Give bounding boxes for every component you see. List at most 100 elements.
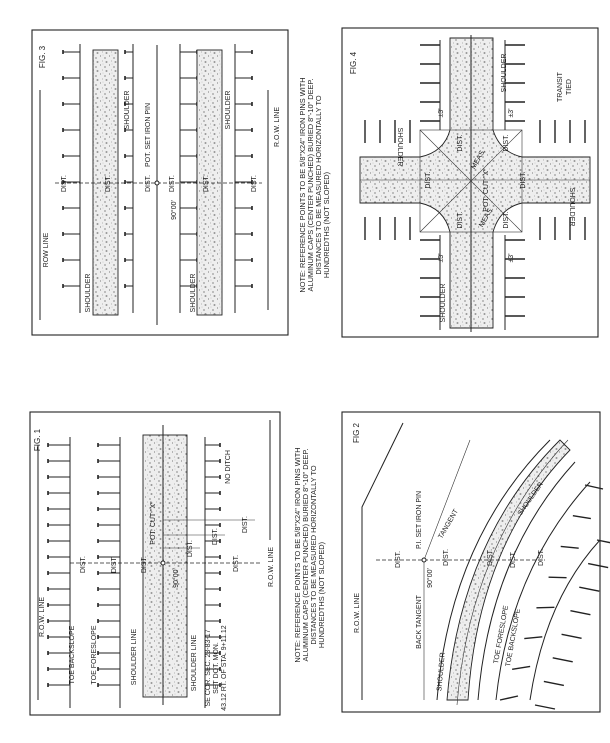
note-line: DISTANCES TO BE MEASURED HORIZONTALLY TO [309,465,318,644]
pot-cut-label: POT. CUT "X" [150,501,157,545]
se-corner-label: SET DOT. MON. [213,642,220,694]
row-line [361,422,404,700]
slope-tick [584,484,604,490]
dist-label: DIST. [233,555,240,572]
figure-1-frame [29,411,281,716]
shoulder-edge [436,439,551,701]
note-top: NOTE: REFERENCE POINTS TO BE 5/8"X24" IR… [298,77,331,292]
slope-tick [596,539,610,544]
slope-tick [570,610,591,616]
dist-label: DIST. [425,171,432,188]
toe-backslope-line [529,539,601,701]
angle-label: 90°00' [170,200,178,220]
figure-1: FIG. 1 R.O.W. LINE TOE BACKSLOPE TOE FOR… [29,411,281,716]
slope-tick [512,665,531,670]
row-line-label-2: R.O.W. LINE [274,107,281,147]
note-line: NOTE: REFERENCE POINTS TO BE 5/8"X24" IR… [293,447,302,662]
dist-label: DIST. [503,211,510,228]
pavement-curve [446,439,571,701]
pot-set-iron-pin-label: POT. SET IRON PIN [145,103,152,167]
slope-tick [588,562,609,569]
figure-4: FIG. 4 TRANSIT TIED SHOULDER SHOULDER SH… [341,27,599,338]
row-line-label: R.O.W. LINE [354,593,361,633]
slope-tick [524,636,543,640]
figure-2-frame [341,411,601,713]
back-tangent-label: BACK TANGENT [416,594,423,649]
toe-foreslope-label: TOE FORESLOPE [91,625,98,684]
dist-label: DIST. [487,549,494,566]
dist-label: DIST. [203,175,210,192]
pot-cut-label: POT. CUT "X" [483,168,490,212]
shoulder-label: SHOULDER [85,274,92,313]
dist-label: DIST. [169,175,176,192]
pavement-lane-left [92,49,119,316]
slope-tick [560,545,579,549]
dist-label: DIST. [61,175,68,192]
dist-label: DIST. [457,134,464,151]
figure-3-title: FIG. 3 [38,45,47,68]
toe-foreslope-line [495,481,591,701]
tie-rectangle [419,129,523,233]
dist-label: DIST. [187,540,194,557]
figure-2-title: FIG 2 [352,422,361,443]
figure-2: FIG 2 R.O.W. LINE BACK TANGENT P.I. SET … [341,411,610,713]
slope-tick [548,576,567,579]
tied-label: TIED [566,79,573,95]
slope-tick [561,633,582,639]
shoulder-label: SHOULDER [225,91,232,130]
slope-tick-rows [364,40,586,330]
row-line-label-2: R.O.W. LINE [268,547,275,587]
shoulder-edge [477,461,576,701]
figure-3-frame [31,29,289,336]
slope-tick-rows [47,437,221,708]
shoulder-label: SHOULDER [440,284,447,323]
note-line: HUNDREDTHS (NOT SLOPED) [322,172,331,278]
se-corner-label: SE COR. SEC. 23-83-17 [205,629,212,706]
dist-label: DIST. [503,134,510,151]
dist-label: DIST. [443,549,450,566]
shoulder-label: SHOULDER [501,54,508,93]
no-ditch-label: NO DITCH [225,450,232,484]
pot-cut-marker [160,560,166,566]
tangent-label: TANGENT [437,508,460,541]
shoulder-label: SHOULDER [124,91,131,130]
dist-label: DIST. [538,549,545,566]
shoulder-label: SHOULDER [396,128,403,167]
dist-label: DIST. [145,175,152,192]
figure-3: FIG. 3 ROW LINE SHOULDER SHOULDER SHOULD… [31,29,289,336]
se-corner-label: 43.12 RT. OF STA. 9+11.12 [221,625,228,711]
dist-label: DIST. [105,175,112,192]
slope-tick [534,704,556,710]
note-bottom: NOTE: REFERENCE POINTS TO BE 5/8"X24" IR… [293,447,326,662]
slope-tick [543,680,564,687]
dist-label: DIST. [242,516,249,533]
dist-label: DIST. [395,551,402,568]
pavement [142,434,188,698]
intersection-pavement [359,37,591,329]
diagonal-tie [419,129,523,233]
slope-tick [572,515,591,520]
shoulder-label: SHOULDER [436,652,446,691]
note-line: ALUMINUM CAPS (CENTER PUNCHED) BURIED 8"… [301,449,310,662]
transit-label: TRANSIT [557,71,564,102]
row-line-label: R.O.W. LINE [39,597,46,637]
shoulder-label: SHOULDER [190,274,197,313]
dist-label: DIST. [520,171,527,188]
toe-backslope-label: TOE BACKSLOPE [69,625,76,684]
shoulder-label: SHOULDER [568,188,575,227]
note-line: DISTANCES TO BE MEASURED HORIZONTALLY TO [314,95,323,274]
angle-label: 90°00' [172,568,180,588]
slope-tick [499,695,519,701]
pi-set-iron-pin-label: P.I. SET IRON PIN [416,491,423,549]
iron-pin-marker [154,180,160,186]
offset-label: ±3' [438,108,445,117]
figure-4-title: FIG. 4 [349,51,358,74]
note-line: NOTE: REFERENCE POINTS TO BE 5/8"X24" IR… [298,77,307,292]
figure-4-frame [341,27,599,338]
shoulder-line-label: SHOULDER LINE [131,628,138,685]
offset-label: ±3' [438,253,445,262]
dist-label: DIST. [111,556,118,573]
centerline-curve [456,439,569,706]
angle-label: 90°00' [426,568,434,588]
